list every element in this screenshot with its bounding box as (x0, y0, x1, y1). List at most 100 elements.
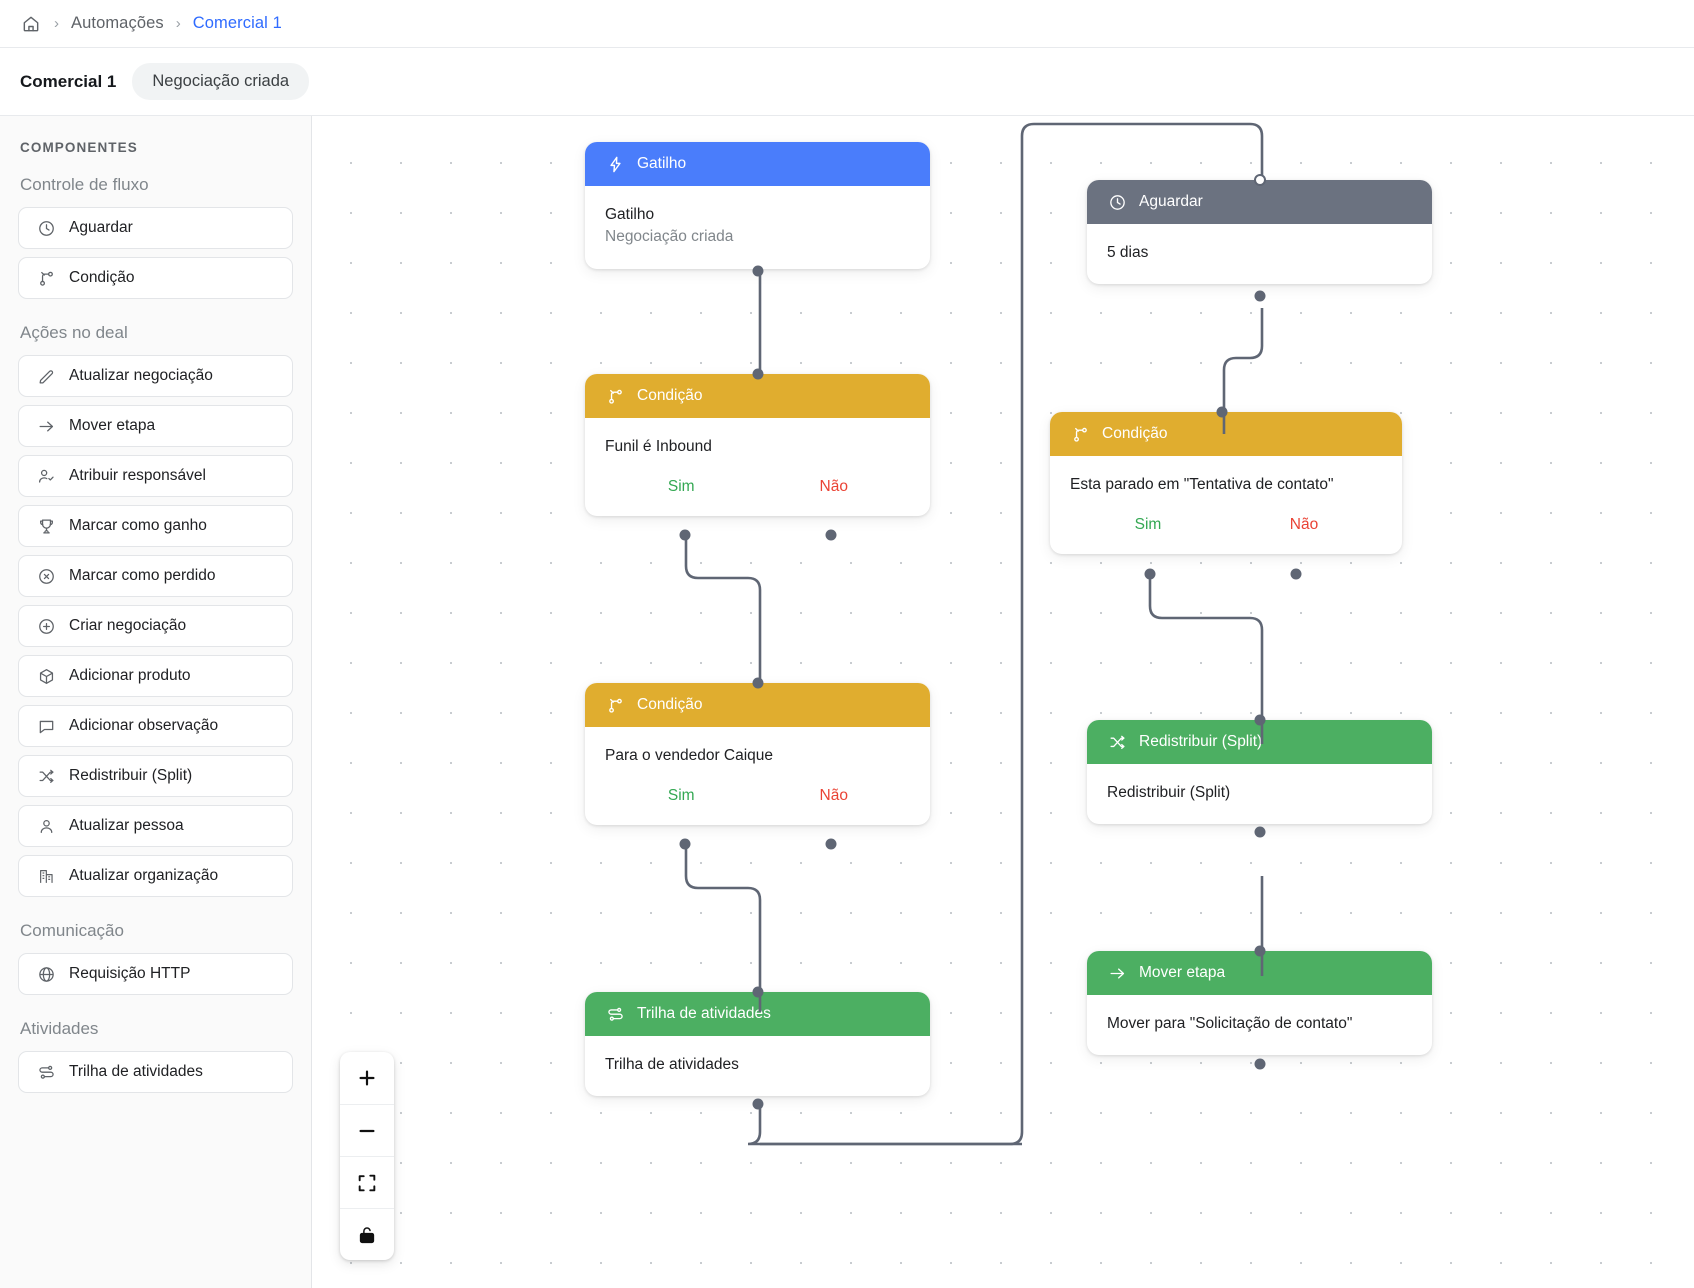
sidebar-item-label: Trilha de atividades (69, 1063, 203, 1080)
port-in-condicao-funil[interactable] (752, 368, 764, 380)
sidebar-item-label: Marcar como ganho (69, 517, 207, 534)
activity-track-icon (36, 1062, 56, 1082)
port-out-aguardar[interactable] (1254, 290, 1266, 302)
box-icon (36, 666, 56, 686)
port-out-mover-etapa[interactable] (1254, 1058, 1266, 1070)
sidebar-item-criar-negociacao[interactable]: Criar negociação (18, 605, 293, 647)
sidebar-group-acoes-no-deal: Ações no deal Atualizar negociação Mover… (18, 323, 293, 897)
components-sidebar: COMPONENTES Controle de fluxo Aguardar C… (0, 116, 312, 1288)
branch-yes[interactable]: Sim (1134, 516, 1162, 534)
port-out-no-condicao-funil[interactable] (825, 529, 837, 541)
lightning-icon (605, 154, 625, 174)
node-line-1: Redistribuir (Split) (1107, 784, 1231, 801)
sidebar-item-atualizar-organizacao[interactable]: Atualizar organização (18, 855, 293, 897)
node-header: Condição (585, 374, 930, 418)
port-in-condicao-parado[interactable] (1216, 406, 1228, 418)
node-gatilho[interactable]: Gatilho Gatilho Negociação criada (585, 142, 930, 269)
node-line-1: Para o vendedor Caique (605, 747, 774, 764)
title-bar: Comercial 1 Negociação criada (0, 48, 1694, 116)
port-out-yes-condicao-vendedor[interactable] (679, 838, 691, 850)
node-condicao-vendedor[interactable]: Condição Para o vendedor Caique Sim Não (585, 683, 930, 826)
zoom-out-button[interactable] (340, 1104, 394, 1156)
port-out-yes-condicao-funil[interactable] (679, 529, 691, 541)
lock-button[interactable] (340, 1208, 394, 1260)
node-header-label: Gatilho (637, 155, 687, 172)
sidebar-item-label: Mover etapa (69, 417, 156, 434)
port-in-aguardar[interactable] (1254, 174, 1266, 186)
sidebar-item-mover-etapa[interactable]: Mover etapa (18, 405, 293, 447)
shuffle-icon (1107, 732, 1127, 752)
node-line-1: Trilha de atividades (605, 1056, 739, 1073)
branch-no[interactable]: Não (819, 478, 848, 496)
activity-track-icon (605, 1004, 625, 1024)
node-header: Gatilho (585, 142, 930, 186)
sidebar-item-label: Atualizar organização (69, 867, 219, 884)
trigger-badge[interactable]: Negociação criada (132, 63, 310, 100)
port-in-mover-etapa[interactable] (1254, 945, 1266, 957)
sidebar-item-atualizar-negociacao[interactable]: Atualizar negociação (18, 355, 293, 397)
node-line-1: Gatilho (605, 206, 655, 223)
node-header: Aguardar (1087, 180, 1432, 224)
zoom-in-button[interactable] (340, 1052, 394, 1104)
sidebar-item-label: Atualizar pessoa (69, 817, 184, 834)
node-aguardar[interactable]: Aguardar 5 dias (1087, 180, 1432, 285)
port-out-gatilho[interactable] (752, 265, 764, 277)
sidebar-item-trilha-de-atividades[interactable]: Trilha de atividades (18, 1051, 293, 1093)
port-in-split[interactable] (1254, 714, 1266, 726)
node-line-1: Esta parado em "Tentativa de contato" (1070, 476, 1334, 493)
node-header-label: Mover etapa (1139, 964, 1226, 981)
node-branches: Sim Não (1070, 516, 1382, 534)
node-body: Trilha de atividades (585, 1036, 930, 1096)
sidebar-item-label: Aguardar (69, 219, 133, 236)
branch-icon (605, 695, 625, 715)
node-redistribuir-split[interactable]: Redistribuir (Split) Redistribuir (Split… (1087, 720, 1432, 825)
home-icon[interactable] (20, 13, 42, 35)
sidebar-item-label: Marcar como perdido (69, 567, 216, 584)
port-in-condicao-vendedor[interactable] (752, 677, 764, 689)
sidebar-item-redistribuir-split[interactable]: Redistribuir (Split) (18, 755, 293, 797)
port-out-split[interactable] (1254, 826, 1266, 838)
node-body: 5 dias (1087, 224, 1432, 284)
sidebar-group-label: Comunicação (20, 921, 124, 940)
node-condicao-parado[interactable]: Condição Esta parado em "Tentativa de co… (1050, 412, 1402, 555)
node-header: Condição (1050, 412, 1402, 456)
breadcrumb-item-automacoes[interactable]: Automações (71, 14, 164, 32)
branch-no[interactable]: Não (1289, 516, 1319, 534)
node-header-label: Redistribuir (Split) (1139, 733, 1263, 750)
node-header-label: Condição (637, 387, 703, 404)
port-out-no-condicao-vendedor[interactable] (825, 838, 837, 850)
fit-screen-button[interactable] (340, 1156, 394, 1208)
sidebar-item-adicionar-observacao[interactable]: Adicionar observação (18, 705, 293, 747)
port-out-no-condicao-parado[interactable] (1290, 568, 1302, 580)
sidebar-item-requisicao-http[interactable]: Requisição HTTP (18, 953, 293, 995)
flow-canvas[interactable]: Gatilho Gatilho Negociação criada Condiç… (312, 116, 1694, 1288)
sidebar-item-marcar-como-perdido[interactable]: Marcar como perdido (18, 555, 293, 597)
breadcrumb-separator-1: › (54, 15, 59, 32)
sidebar-item-condicao[interactable]: Condição (18, 257, 293, 299)
branch-no[interactable]: Não (819, 787, 848, 805)
port-out-trilha[interactable] (752, 1098, 764, 1110)
body: COMPONENTES Controle de fluxo Aguardar C… (0, 116, 1694, 1288)
breadcrumb-separator-2: › (175, 15, 181, 32)
sidebar-item-atribuir-responsavel[interactable]: Atribuir responsável (18, 455, 293, 497)
node-body: Para o vendedor Caique Sim Não (585, 727, 930, 825)
port-in-trilha[interactable] (752, 986, 764, 998)
node-condicao-funil[interactable]: Condição Funil é Inbound Sim Não (585, 374, 930, 517)
breadcrumb-item-comercial-1[interactable]: Comercial 1 (192, 14, 282, 32)
sidebar-item-label: Adicionar produto (69, 667, 191, 684)
node-mover-etapa[interactable]: Mover etapa Mover para "Solicitação de c… (1087, 951, 1432, 1056)
sidebar-item-label: Adicionar observação (69, 717, 219, 734)
node-branches: Sim Não (605, 478, 910, 496)
branch-yes[interactable]: Sim (667, 478, 695, 496)
sidebar-item-adicionar-produto[interactable]: Adicionar produto (18, 655, 293, 697)
circle-plus-icon (36, 616, 56, 636)
lock-icon (359, 1226, 375, 1243)
node-trilha-de-atividades[interactable]: Trilha de atividades Trilha de atividade… (585, 992, 930, 1097)
node-body: Gatilho Negociação criada (585, 186, 930, 269)
sidebar-item-atualizar-pessoa[interactable]: Atualizar pessoa (18, 805, 293, 847)
sidebar-item-aguardar[interactable]: Aguardar (18, 207, 293, 249)
sidebar-item-marcar-como-ganho[interactable]: Marcar como ganho (18, 505, 293, 547)
port-out-yes-condicao-parado[interactable] (1144, 568, 1156, 580)
branch-yes[interactable]: Sim (667, 787, 695, 805)
